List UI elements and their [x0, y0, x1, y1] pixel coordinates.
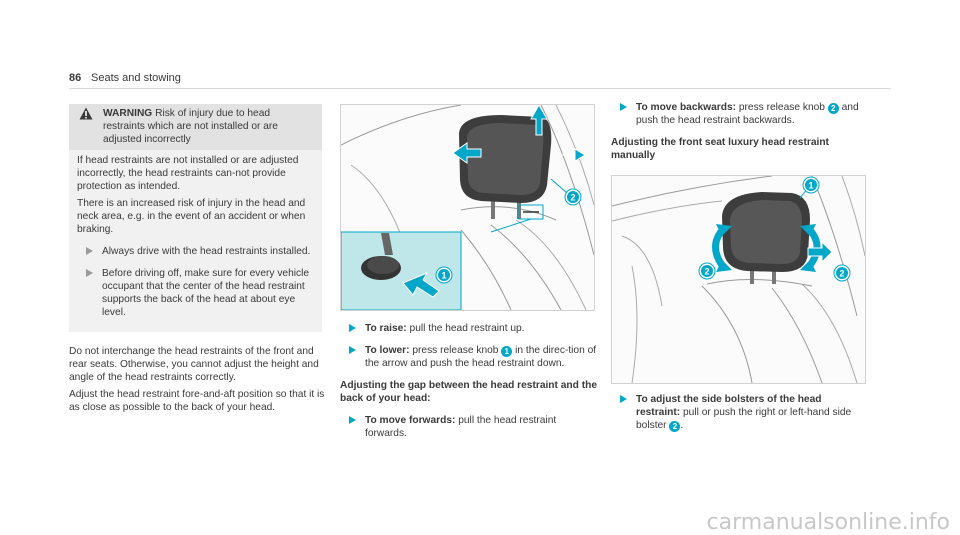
gap-heading: Adjusting the gap between the head restr… — [340, 380, 597, 404]
page-number: 86 — [69, 72, 82, 84]
step-lower: To lower: press release knob 1 in the di… — [340, 344, 600, 370]
head-restraint-illustration: 2 1 — [341, 105, 594, 310]
section-title: Seats and stowing — [91, 72, 181, 84]
warning-paragraph-1: If head restraints are not installed or … — [77, 155, 299, 192]
column-3-text-top: To move backwards: press release knob 2 … — [611, 101, 866, 171]
figure1-callout-1: 1 — [441, 271, 446, 281]
warning-label: WARNING — [103, 108, 153, 119]
luxury-heading: Adjusting the front seat luxury head res… — [611, 137, 829, 161]
warning-paragraph-2: There is an increased risk of injury in … — [77, 198, 306, 235]
watermark: carmanualsonline.info — [706, 510, 950, 535]
interchange-paragraph: Do not interchange the head restraints o… — [69, 346, 319, 383]
warning-title: Risk of injury due to head restraints wh… — [103, 108, 278, 145]
release-knob-2-badge: 2 — [827, 103, 839, 114]
warning-bullet-1: Always drive with the head restraints in… — [77, 245, 314, 258]
step-arrow-icon — [349, 416, 356, 424]
column-2-text: To raise: pull the head restraint up. To… — [340, 322, 600, 449]
step-side-bolsters: To adjust the side bolsters of the head … — [611, 393, 866, 432]
bullet-arrow-icon — [86, 269, 93, 277]
step-arrow-icon — [349, 324, 356, 332]
adjust-paragraph: Adjust the head restraint fore-and-aft p… — [69, 389, 325, 413]
warning-triangle-icon — [79, 107, 93, 120]
warning-header: WARNING Risk of injury due to head restr… — [69, 104, 322, 150]
bolster-2-badge: 2 — [669, 421, 681, 432]
figure-luxury-head-restraint: 1 2 2 — [611, 175, 866, 384]
step-raise: To raise: pull the head restraint up. — [340, 322, 600, 335]
figure2-callout-2-right: 2 — [839, 269, 844, 279]
warning-box: WARNING Risk of injury due to head restr… — [69, 104, 322, 332]
step-move-backwards: To move backwards: press release knob 2 … — [611, 101, 866, 127]
figure2-callout-2-left: 2 — [704, 267, 709, 277]
figure1-callout-2: 2 — [570, 193, 575, 203]
figure-head-restraint-adjust: 2 1 — [340, 104, 595, 311]
step-arrow-icon — [620, 395, 627, 403]
step-arrow-icon — [620, 103, 627, 111]
warning-body: If head restraints are not installed or … — [69, 150, 322, 319]
step-move-forwards: To move forwards: pull the head restrain… — [340, 414, 600, 440]
luxury-head-restraint-illustration: 1 2 2 — [612, 176, 865, 383]
figure2-callout-1: 1 — [808, 181, 813, 191]
column-3-text-bottom: To adjust the side bolsters of the head … — [611, 393, 866, 441]
bullet-arrow-icon — [86, 247, 93, 255]
column-1-text: Do not interchange the head restraints o… — [69, 345, 327, 418]
release-knob-1-badge: 1 — [501, 346, 513, 357]
step-arrow-icon — [349, 346, 356, 354]
warning-bullet-2: Before driving off, make sure for every … — [77, 267, 314, 319]
page-header: 86 Seats and stowing — [69, 72, 891, 89]
